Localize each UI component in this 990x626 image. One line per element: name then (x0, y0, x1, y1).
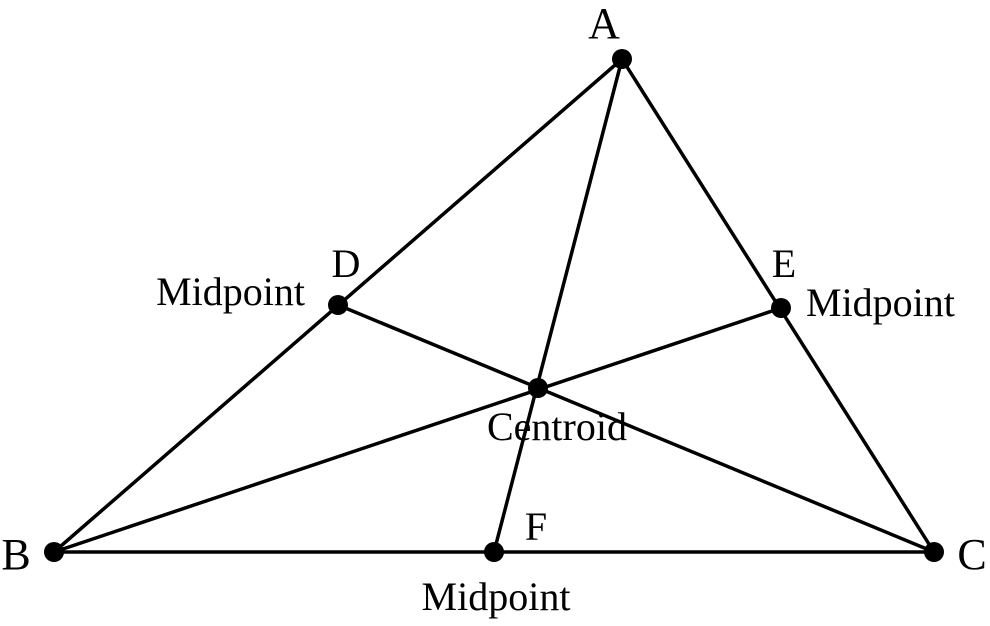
median-c-d (336, 303, 936, 554)
centroid-caption: Centroid (487, 404, 627, 449)
centroid-point (528, 378, 548, 398)
midpoint-f-caption: Midpoint (422, 574, 571, 619)
vertex-a-point (612, 49, 632, 69)
vertex-c-point (924, 542, 944, 562)
median-b-e (52, 306, 783, 554)
midpoint-d-letter: D (332, 241, 361, 286)
midpoint-d-point (328, 295, 348, 315)
midpoint-d-caption: Midpoint (156, 269, 305, 314)
vertex-a-label: A (588, 0, 620, 48)
vertex-b-label: B (1, 530, 30, 579)
midpoint-f-letter: F (525, 504, 547, 549)
midpoint-e-point (771, 298, 791, 318)
vertex-b-point (44, 542, 64, 562)
midpoint-e-letter: E (772, 241, 796, 286)
vertex-c-label: C (957, 530, 986, 579)
median-a-f (492, 57, 624, 554)
midpoint-f-point (484, 542, 504, 562)
midpoint-e-caption: Midpoint (806, 280, 955, 325)
